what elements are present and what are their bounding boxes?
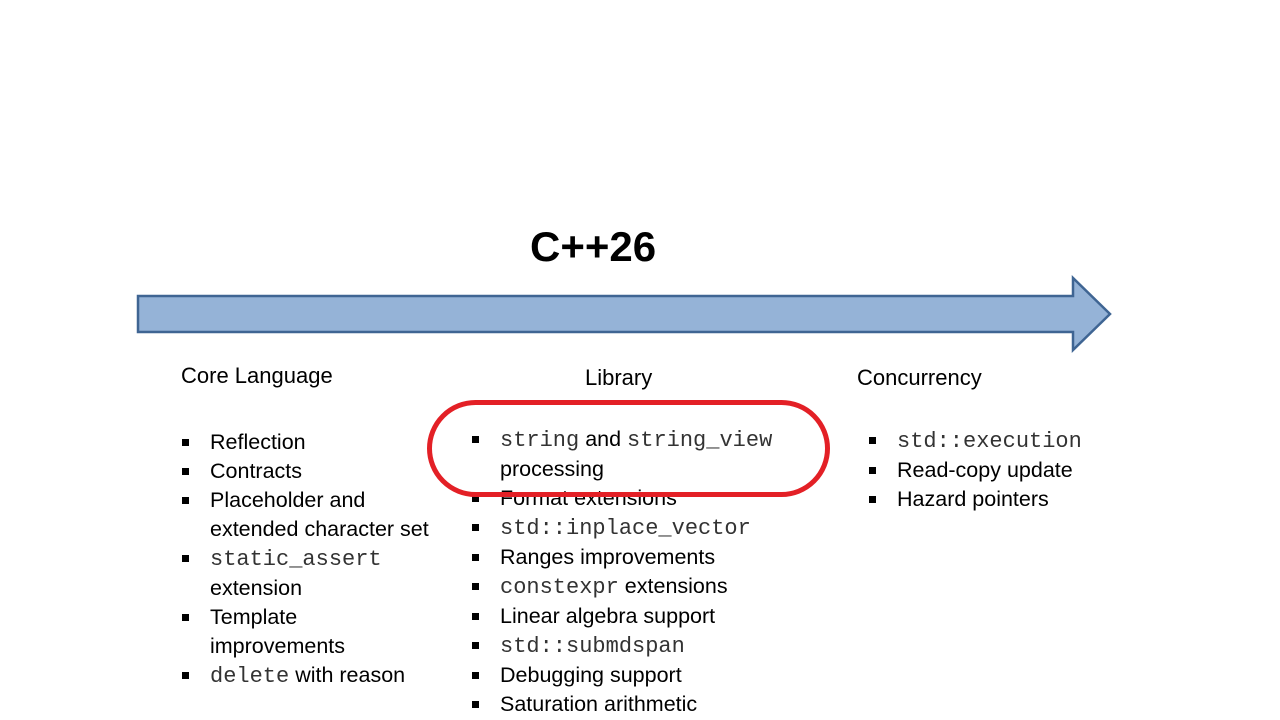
code-text: string [500, 428, 580, 453]
code-text: delete [210, 664, 290, 689]
list-item: std::execution [868, 426, 1168, 456]
list-item: Read-copy update [868, 456, 1168, 485]
list-item: Template improvements [181, 603, 471, 661]
item-text: Reflection [210, 430, 306, 454]
library-heading: Library [585, 365, 653, 390]
item-text: extensions [618, 574, 728, 598]
code-text: string_view [627, 428, 773, 453]
list-item: std::inplace_vector [471, 513, 831, 543]
item-text: Read-copy update [897, 458, 1073, 482]
core-language-heading: Core Language [181, 363, 333, 388]
concurrency-heading: Concurrency [857, 365, 982, 390]
list-item: Ranges improvements [471, 543, 831, 572]
list-item: Reflection [181, 428, 471, 457]
code-text: std::submdspan [500, 634, 685, 659]
slide-title: C++26 [530, 223, 657, 270]
list-item: Hazard pointers [868, 485, 1168, 514]
item-continuation: processing [500, 457, 604, 481]
list-item: Contracts [181, 457, 471, 486]
list-item: Debugging support [471, 661, 831, 690]
code-text: static_assert [210, 547, 382, 572]
item-continuation: improvements [210, 634, 346, 658]
item-continuation: extension [210, 576, 303, 600]
item-text: Ranges improvements [500, 545, 716, 569]
list-item: std::submdspan [471, 631, 831, 661]
list-item: static_assert extension [181, 544, 471, 603]
list-item: constexpr extensions [471, 572, 831, 602]
list-item: Linear algebra support [471, 602, 831, 631]
list-item: delete with reason [181, 661, 471, 691]
item-text: with reason [289, 663, 406, 687]
list-item: string and string_view processing [471, 425, 831, 484]
code-text: std::execution [897, 429, 1082, 454]
item-text: Debugging support [500, 663, 682, 687]
list-item: Format extensions [471, 484, 831, 513]
item-text: Hazard pointers [897, 487, 1049, 511]
code-text: std::inplace_vector [500, 516, 751, 541]
item-text: Format extensions [500, 486, 677, 510]
item-text: Linear algebra support [500, 604, 716, 628]
code-text: constexpr [500, 575, 619, 600]
item-text: and [579, 427, 628, 451]
item-continuation: extended character set [210, 517, 429, 541]
list-item: Placeholder and extended character set [181, 486, 471, 544]
highlight-circle [427, 400, 830, 497]
list-item: Saturation arithmetic [471, 690, 831, 719]
item-text: Contracts [210, 459, 303, 483]
item-text: Template [210, 605, 298, 629]
item-text: Placeholder and [210, 488, 366, 512]
item-text: Saturation arithmetic [500, 692, 698, 716]
